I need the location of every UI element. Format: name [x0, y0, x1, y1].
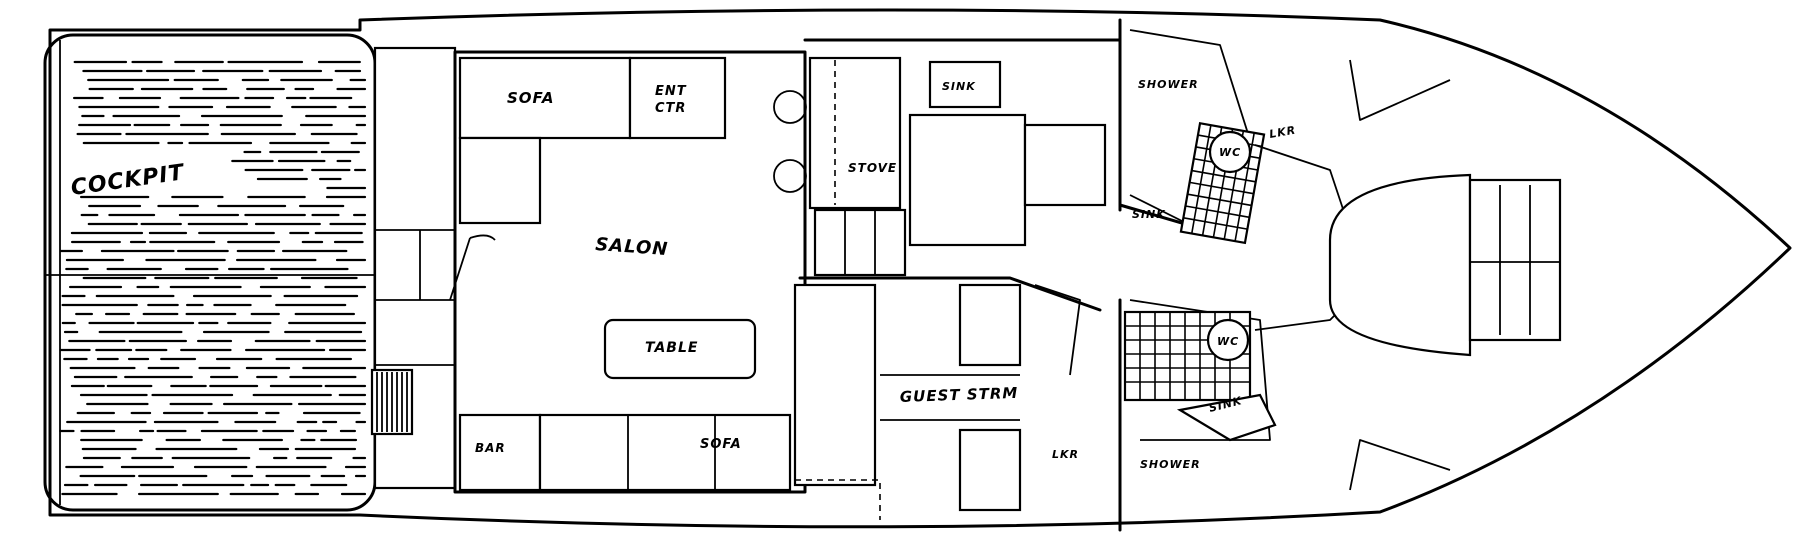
- aft-head: [1118, 298, 1277, 532]
- label-sink-head-top: SINK: [1132, 208, 1166, 221]
- forward-stateroom: [1254, 59, 1562, 491]
- cockpit-deck-planks: [59, 60, 367, 496]
- label-shower-top: SHOWER: [1138, 78, 1199, 91]
- label-table: TABLE: [645, 340, 698, 356]
- label-ent-ctr-2: CTR: [655, 101, 686, 116]
- label-salon: SALON: [595, 234, 669, 260]
- label-wc-bottom: WC: [1217, 335, 1239, 348]
- galley-area: [803, 38, 1122, 277]
- label-sofa-bottom: SOFA: [700, 437, 742, 452]
- forward-head: [1118, 18, 1266, 245]
- label-lkr-top: LKR: [1268, 123, 1297, 140]
- companionway-stairs: [370, 368, 414, 436]
- aft-bulkhead: [370, 46, 457, 490]
- salon-area: [449, 50, 807, 494]
- label-wc-top: WC: [1219, 146, 1241, 159]
- label-cockpit: COCKPIT: [69, 160, 187, 201]
- guest-stateroom: [793, 276, 1102, 520]
- label-bar: BAR: [475, 441, 506, 455]
- label-sink-galley: SINK: [942, 80, 976, 93]
- label-shower-bottom: SHOWER: [1140, 458, 1201, 471]
- label-sofa-top: SOFA: [507, 89, 554, 107]
- label-guest-strm: GUEST STRM: [900, 384, 1019, 406]
- cockpit-area: [43, 33, 377, 512]
- label-ent-ctr-1: ENT: [655, 84, 687, 99]
- hull: [48, 8, 1792, 529]
- label-lkr-bottom: LKR: [1052, 448, 1079, 461]
- label-stove: STOVE: [848, 161, 897, 175]
